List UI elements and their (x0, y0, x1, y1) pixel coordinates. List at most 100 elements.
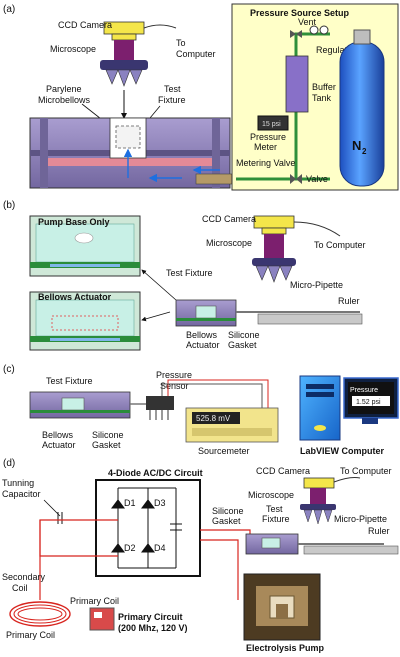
pressure-meter-label-2: Meter (254, 142, 277, 152)
primary-circuit-box (89, 607, 115, 631)
ccd-camera-label-d: CCD Camera (256, 466, 310, 476)
valve-label: Valve (306, 174, 328, 184)
gasket-label-d-2: Gasket (212, 516, 241, 526)
wire-d-2 (39, 520, 118, 557)
bellows-label-b-2: Actuator (186, 340, 220, 350)
ruler-d (303, 545, 399, 555)
bellows-actuator-title: Bellows Actuator (38, 292, 112, 302)
microscope-label-d: Microscope (248, 490, 294, 500)
wire-d-3 (200, 529, 251, 548)
test-fixture-label-c: Test Fixture (46, 376, 93, 386)
microbellows-label-a-2: Microbellows (38, 95, 91, 105)
ccd-camera-label-a: CCD Camera (58, 20, 112, 30)
to-computer-label-b: To Computer (314, 240, 366, 250)
microscope-b (252, 234, 296, 283)
sensor-wire-c-1 (167, 379, 269, 410)
wire-d-4 (200, 539, 239, 600)
pressure-sensor-label-2: Sensor (160, 381, 189, 391)
tuning-capacitor (57, 512, 63, 524)
wire-d-1 (39, 519, 118, 600)
metering-valve-label: Metering Valve (236, 158, 295, 168)
panel-b: (b) Pump Base Only Bellows Actuator (3, 200, 366, 351)
test-fixture-label-a-1: Test (164, 84, 181, 94)
electrolysis-pump-photo (243, 573, 321, 641)
to-computer-label-d: To Computer (340, 466, 392, 476)
sourcemeter-reading: 525.8 mV (196, 414, 231, 423)
panel-a: (a) CCD Camera Microscope To Computer Pa… (3, 3, 399, 191)
labview-tower (299, 375, 341, 441)
tuning-label-1: Tunning (2, 478, 34, 488)
pump-base-box (29, 215, 141, 277)
secondary-label-2: Coil (12, 583, 28, 593)
microscope-label-a: Microscope (50, 44, 96, 54)
ccd-camera-label-b: CCD Camera (202, 214, 256, 224)
test-fixture-d (245, 533, 299, 555)
gasket-label-c-2: Gasket (92, 440, 121, 450)
gasket-label-d-1: Silicone (212, 506, 244, 516)
inlet-connector-a (195, 173, 237, 185)
circuit-box (95, 479, 201, 577)
vent-valve (290, 30, 302, 38)
test-label-d-1: Test (266, 504, 283, 514)
microbellows-label-a-1: Parylene (46, 84, 82, 94)
gasket-label-b-1: Silicone (228, 330, 260, 340)
diode-d1: D1 (124, 498, 136, 508)
bellows-label-c-1: Bellows (42, 430, 74, 440)
tuning-label-2: Capacitor (2, 489, 41, 499)
ruler-label-d: Ruler (368, 526, 390, 536)
primary-circuit-label-1: Primary Circuit (118, 612, 183, 622)
circuit-title: 4-Diode AC/DC Circuit (108, 468, 203, 478)
microscope-label-b: Microscope (206, 238, 252, 248)
sourcemeter: 525.8 mV (185, 407, 279, 443)
bellows-arrow (141, 311, 171, 322)
n2-tank: N 2 (339, 29, 385, 187)
labview-label: LabVIEW Computer (300, 446, 384, 456)
primary-coil-label-2: Primary Coil (6, 630, 55, 640)
n2-label: N (352, 138, 361, 153)
to-computer-label-a: To (176, 38, 186, 48)
electrolysis-label: Electrolysis Pump (246, 643, 325, 653)
pressure-meter (257, 115, 289, 131)
buffer-tank (285, 55, 309, 113)
camera-cable-a (143, 24, 177, 29)
vent-label: Vent (298, 17, 317, 27)
buffer-label-1: Buffer (312, 82, 336, 92)
panel-a-tag: (a) (3, 4, 15, 15)
metering-valve (290, 174, 302, 184)
ccd-camera-d (303, 477, 335, 489)
tuning-leader (43, 499, 61, 517)
ccd-camera-b (253, 215, 295, 235)
pressure-sensor-c (146, 396, 174, 420)
camera-cable-d (333, 477, 361, 483)
microscope-d (300, 488, 336, 525)
gauge-2 (319, 25, 329, 35)
pump-base-title: Pump Base Only (38, 217, 110, 227)
labview-monitor: Pressure 1.52 psi (343, 377, 399, 424)
panel-c: (c) Test Fixture Pressure Sensor Bellows… (3, 364, 399, 456)
screen-value: 1.52 psi (356, 399, 381, 406)
n2-subscript: 2 (362, 147, 367, 156)
pressure-sensor-label-1: Pressure (156, 370, 192, 380)
test-fixture-b (175, 299, 237, 327)
test-fixture-a (29, 117, 231, 189)
diode-d2: D2 (124, 543, 136, 553)
test-label-d-2: Fixture (262, 514, 290, 524)
primary-circuit-label-2: (200 Mhz, 120 V) (118, 623, 188, 633)
diode-d4: D4 (154, 543, 166, 553)
test-fixture-label-a-2: Fixture (158, 95, 186, 105)
bellows-label-c-2: Actuator (42, 440, 76, 450)
diode-bridge (111, 487, 182, 569)
sensor-wire-c-2 (161, 383, 263, 410)
buffer-label-2: Tank (312, 93, 332, 103)
bellows-label-b-1: Bellows (186, 330, 218, 340)
panel-c-tag: (c) (3, 364, 15, 375)
pump-base-arrow (141, 269, 177, 301)
camera-cable-b (293, 221, 341, 237)
test-fixture-label-b: Test Fixture (166, 268, 213, 278)
secondary-label-1: Secondary (2, 572, 46, 582)
sourcemeter-label: Sourcemeter (198, 446, 250, 456)
coils (9, 601, 71, 627)
diode-d3: D3 (154, 498, 166, 508)
